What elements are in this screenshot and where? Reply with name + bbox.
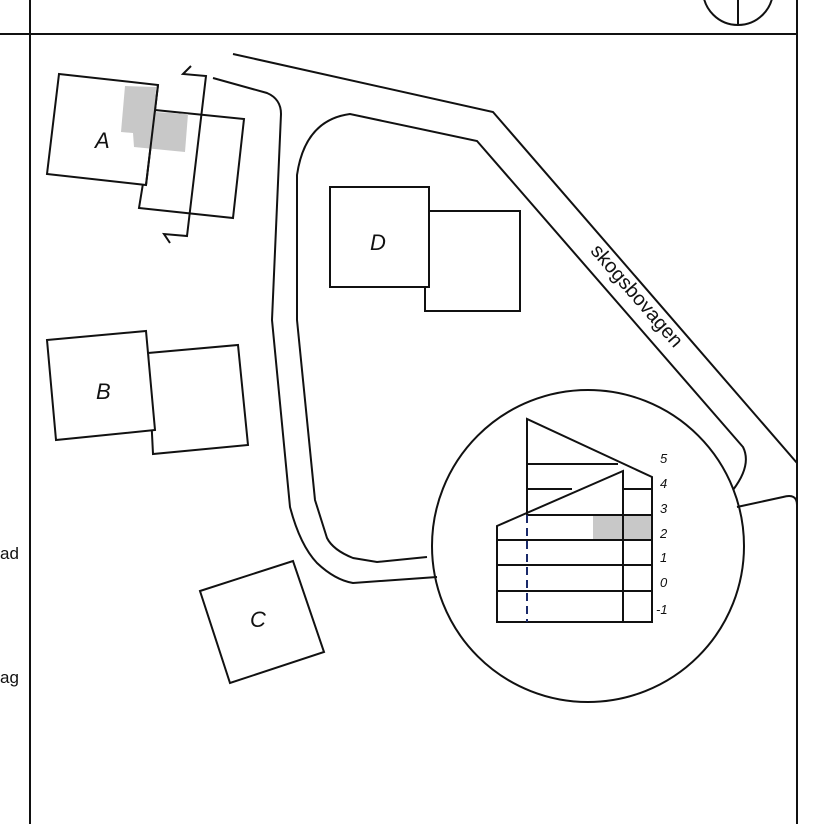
level-label: 0 [660, 575, 668, 590]
level-label: 2 [659, 526, 668, 541]
level-label: 4 [660, 476, 667, 491]
level-label: 3 [660, 501, 668, 516]
building-a[interactable]: A [45, 72, 246, 220]
frame [0, 0, 798, 824]
north-arrow-icon [703, 0, 773, 26]
building-c[interactable]: C [198, 559, 326, 685]
building-label-d: D [370, 230, 386, 255]
margin-text-2: ag [0, 668, 19, 687]
level-label: -1 [656, 602, 668, 617]
level-label: 1 [660, 550, 667, 565]
road [212, 53, 798, 585]
margin-text-1: ad [0, 544, 19, 563]
section-line [162, 65, 208, 244]
building-label-c: C [250, 607, 266, 632]
section-detail: 5 4 3 2 1 0 -1 [431, 389, 745, 703]
building-label-b: B [96, 379, 111, 404]
street-label: skogsbovagen [586, 240, 687, 352]
building-b[interactable]: B [45, 329, 250, 456]
building-label-a: A [93, 128, 110, 153]
building-d[interactable]: D [329, 186, 521, 312]
level-label: 5 [660, 451, 668, 466]
